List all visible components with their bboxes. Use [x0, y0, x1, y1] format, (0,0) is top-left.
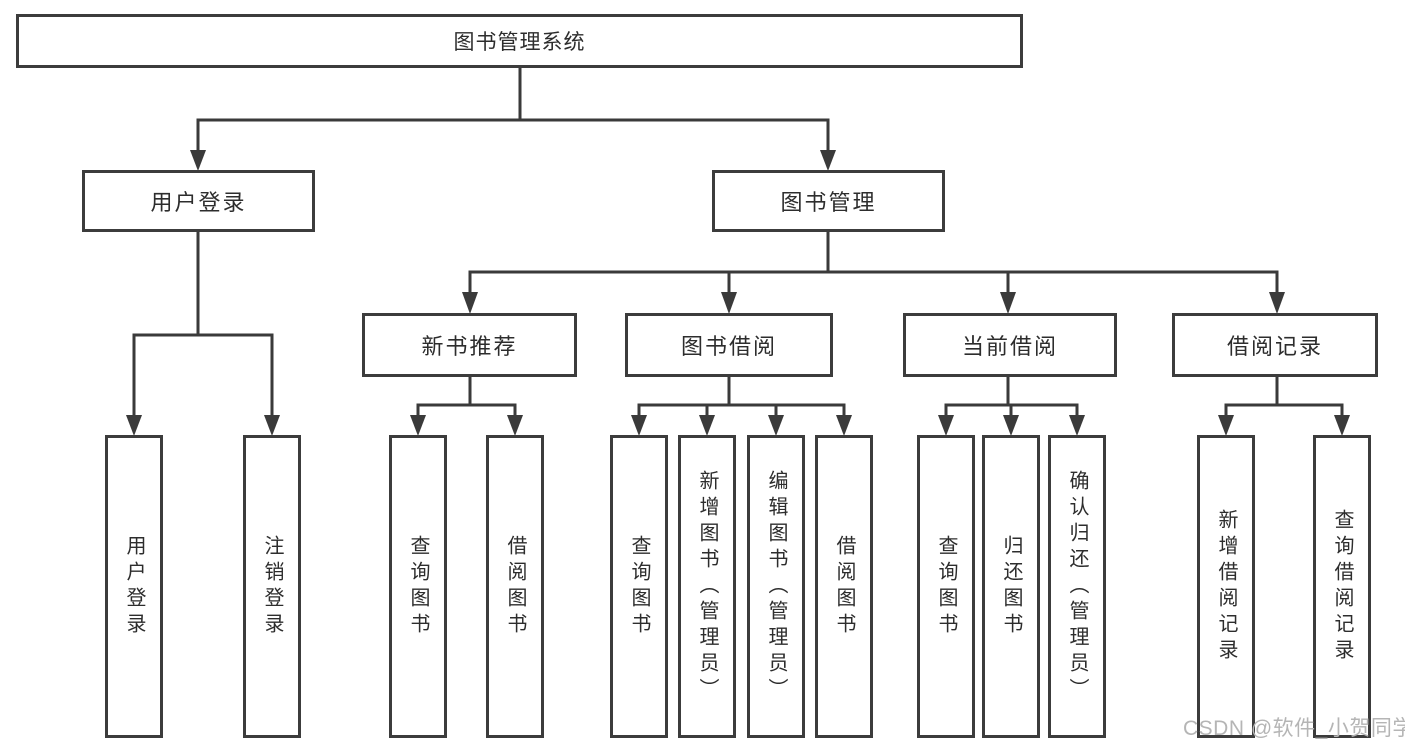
node-current-borrowing: 当前借阅: [903, 313, 1117, 377]
node-book-management-label: 图书管理: [780, 190, 877, 215]
node-borrowing-records: 借阅记录: [1172, 313, 1378, 377]
arrowheads-user-login-leaves: [126, 415, 280, 436]
leaf-add-borrow-record-label: 新增借阅记录: [1215, 508, 1237, 665]
arrowheads-level2: [190, 150, 836, 171]
leaf-query-books-3: 查询图书: [917, 435, 975, 738]
connector-user-login-branch: [132, 229, 274, 418]
leaf-edit-books-admin-label: 编辑图书（管理员）: [765, 469, 787, 704]
leaf-borrow-books-1-label: 借阅图书: [504, 534, 526, 639]
leaf-add-books-admin-label: 新增图书（管理员）: [696, 469, 718, 704]
leaf-query-books-2: 查询图书: [610, 435, 668, 738]
leaf-return-books: 归还图书: [982, 435, 1040, 738]
leaf-query-borrow-record-label: 查询借阅记录: [1331, 508, 1353, 665]
connector-level3-to-leaves: [416, 375, 1344, 418]
leaf-return-books-label: 归还图书: [1000, 534, 1022, 639]
leaf-query-books-2-label: 查询图书: [628, 534, 650, 639]
leaf-borrow-books-1: 借阅图书: [486, 435, 544, 738]
connector-book-mgmt-to-level3: [468, 229, 1279, 294]
leaf-logout-label: 注销登录: [261, 534, 283, 639]
leaf-borrow-books-2: 借阅图书: [815, 435, 873, 738]
csdn-watermark: CSDN @软件_小贺同学: [1183, 717, 1405, 740]
leaf-user-login-label: 用户登录: [123, 534, 145, 639]
node-library-management-system: 图书管理系统: [16, 14, 1023, 68]
node-book-management: 图书管理: [712, 170, 945, 232]
leaf-edit-books-admin: 编辑图书（管理员）: [747, 435, 805, 738]
leaf-logout: 注销登录: [243, 435, 301, 738]
leaf-user-login: 用户登录: [105, 435, 163, 738]
node-user-login: 用户登录: [82, 170, 315, 232]
node-book-borrowing: 图书借阅: [625, 313, 833, 377]
leaf-query-books-1-label: 查询图书: [407, 534, 429, 639]
node-borrowing-records-label: 借阅记录: [1226, 334, 1323, 359]
node-library-management-system-label: 图书管理系统: [453, 31, 586, 54]
leaf-add-borrow-record: 新增借阅记录: [1197, 435, 1255, 738]
leaf-query-borrow-record: 查询借阅记录: [1313, 435, 1371, 738]
leaf-confirm-return-admin-label: 确认归还（管理员）: [1066, 469, 1088, 704]
node-user-login-label: 用户登录: [150, 190, 247, 215]
leaf-add-books-admin: 新增图书（管理员）: [678, 435, 736, 738]
connector-root-to-level2: [196, 66, 830, 152]
leaf-query-books-1: 查询图书: [389, 435, 447, 738]
node-new-book-recommendation-label: 新书推荐: [421, 334, 518, 359]
leaf-query-books-3-label: 查询图书: [935, 534, 957, 639]
arrowheads-leaves: [410, 415, 1350, 436]
arrowheads-level3: [462, 292, 1285, 314]
leaf-confirm-return-admin: 确认归还（管理员）: [1048, 435, 1106, 738]
leaf-borrow-books-2-label: 借阅图书: [833, 534, 855, 639]
node-new-book-recommendation: 新书推荐: [362, 313, 577, 377]
node-current-borrowing-label: 当前借阅: [961, 334, 1058, 359]
node-book-borrowing-label: 图书借阅: [680, 334, 777, 359]
